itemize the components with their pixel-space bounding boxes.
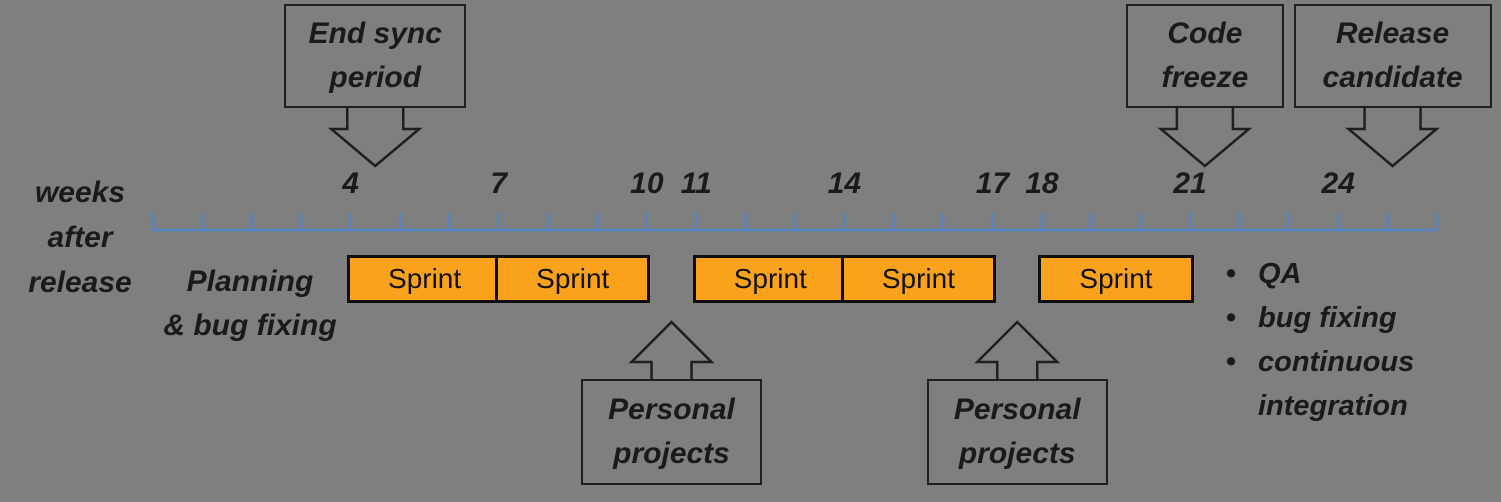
week-label-14: 14 bbox=[827, 167, 862, 200]
week-label-18: 18 bbox=[1025, 167, 1059, 200]
qa-activity-list: QAbug fixingcontinuous integration bbox=[1222, 252, 1472, 428]
week-label-17: 17 bbox=[975, 167, 1010, 200]
week-label-11: 11 bbox=[680, 167, 712, 200]
week-label-21: 21 bbox=[1173, 167, 1207, 200]
up-arrow-personal-projects-1 bbox=[628, 320, 715, 383]
qa-list-item: bug fixing bbox=[1222, 296, 1472, 340]
down-arrow-code-freeze bbox=[1157, 104, 1253, 168]
week-label-4: 4 bbox=[342, 167, 359, 200]
phase-label-planning-bug-fixing: Planning& bug fixing bbox=[163, 265, 337, 342]
qa-list-item: continuous integration bbox=[1222, 340, 1472, 428]
week-label-24: 24 bbox=[1321, 167, 1355, 200]
week-label-7: 7 bbox=[490, 167, 508, 200]
week-axis bbox=[151, 213, 1439, 232]
up-arrow-personal-projects-2 bbox=[974, 320, 1061, 383]
sprint-block-3: Sprint bbox=[692, 255, 848, 303]
sprint-block-4: Sprint bbox=[840, 255, 997, 303]
sprint-block-1: Sprint bbox=[347, 255, 503, 303]
qa-list-item: QA bbox=[1222, 252, 1472, 296]
down-arrow-release-candidate bbox=[1345, 104, 1440, 168]
sprint-block-5: Sprint bbox=[1038, 255, 1194, 303]
week-label-10: 10 bbox=[630, 167, 664, 200]
down-arrow-end-sync-period bbox=[327, 104, 423, 168]
sprint-block-2: Sprint bbox=[495, 255, 651, 303]
